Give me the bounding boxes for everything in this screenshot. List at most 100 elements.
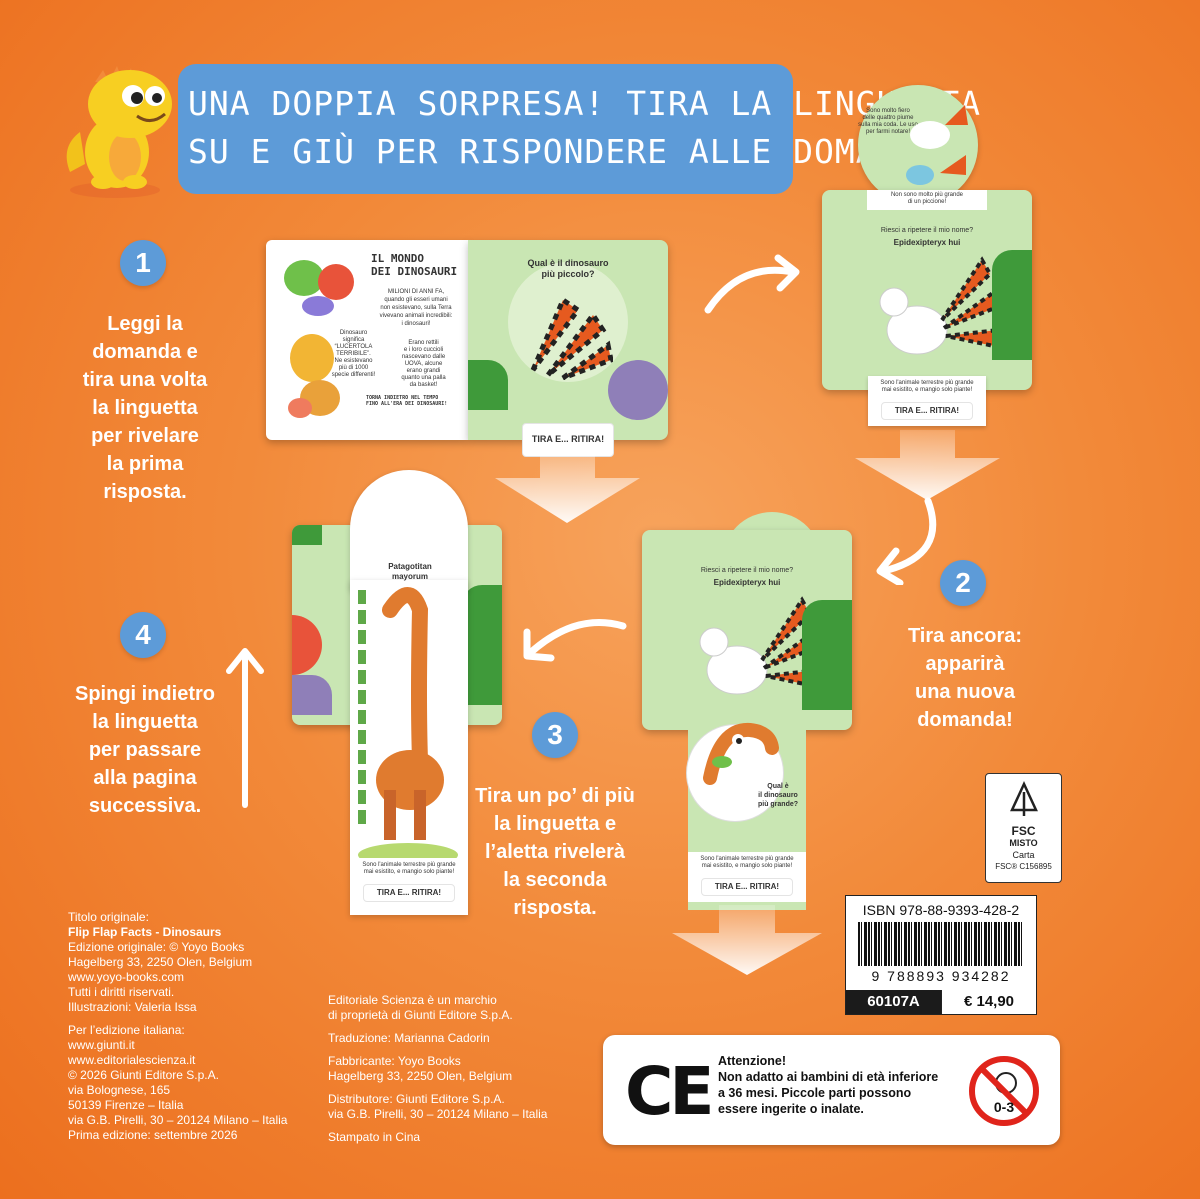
- banner-line-2: SU E GIÙ PER RISPONDERE ALLE DOMANDE: [188, 132, 940, 171]
- repeat-name-text: Riesci a ripetere il mio nome?: [880, 227, 974, 234]
- tab-text-line: mai esistito, e mangio solo piante!: [881, 387, 973, 393]
- credit-line: © 2026 Giunti Editore S.p.A.: [68, 1068, 219, 1082]
- step-3-text: Tira un po’ di più la linguetta e l’alet…: [455, 782, 655, 922]
- step-4-line: la linguetta: [92, 711, 198, 733]
- credit-line: via G.B. Pirelli, 30 – 20124 Milano – It…: [328, 1107, 548, 1121]
- tab-text-line: mai esistito, e mangio solo piante!: [363, 869, 455, 875]
- curved-arrow-right-icon: [704, 254, 800, 314]
- spread-title-line: DEI DINOSAURI: [371, 265, 458, 278]
- question-line: più piccolo?: [541, 269, 595, 279]
- fsc-type: MISTO: [1009, 838, 1038, 848]
- spread-text-line: MILIONI DI ANNI FA,: [387, 289, 445, 295]
- warning-line: Attenzione!: [718, 1054, 787, 1068]
- barcode-box: ISBN 978-88-9393-428-2 9 788893 934282 6…: [845, 895, 1037, 1015]
- spread-footer-line: TORNA INDIETRO NEL TEMPO: [366, 395, 439, 401]
- pull-tab-4[interactable]: Sono l'animale terrestre più grande mai …: [350, 858, 468, 908]
- pull-tab-label: TIRA E... RITIRA!: [363, 884, 455, 902]
- species-name-line: mayorum: [391, 572, 428, 581]
- spread-text-line: Dinosauro: [339, 330, 368, 336]
- step-4-line: successiva.: [88, 795, 202, 817]
- credit-line: Illustrazioni: Valeria Issa: [68, 1000, 197, 1014]
- credit-line: Fabbricante: Yoyo Books: [328, 1054, 461, 1068]
- feathered-dinosaur-illustration: [906, 105, 968, 185]
- question-line: Qual è: [767, 783, 789, 790]
- species-name: Epidexipteryx hui: [893, 238, 961, 247]
- fsc-sub: Carta: [1012, 850, 1035, 860]
- product-code: 60107A: [846, 990, 941, 1014]
- tab-text-line: mai esistito, e mangio solo piante!: [701, 863, 793, 869]
- question-line: più grande?: [757, 801, 799, 808]
- spread-text-line: “LUCERTOLA: [334, 344, 373, 350]
- epidexipteryx-illustration: [879, 256, 1002, 355]
- book-page-step2-top: Non sono molto più grande di un piccione…: [822, 190, 1032, 390]
- fsc-brand: FSC: [1011, 824, 1036, 838]
- step-4-line: per passare: [88, 739, 202, 761]
- curved-arrow-left-icon: [523, 619, 627, 662]
- spread-text-line: quanto una palla: [401, 375, 446, 381]
- warning-line: a 36 mesi. Piccole parti possono: [718, 1086, 912, 1100]
- step-3-line: risposta.: [513, 897, 597, 919]
- flap-text-line: delle quattro piume: [862, 115, 914, 121]
- warning-line: essere ingerite o inalate.: [718, 1102, 864, 1116]
- safety-warning-box: CE Attenzione! Non adatto ai bambini di …: [603, 1035, 1060, 1145]
- dinosaur-illustrations: [284, 260, 354, 418]
- credit-line: www.editorialescienza.it: [68, 1053, 196, 1067]
- flap-open-top: [350, 470, 468, 590]
- credits-middle: Editoriale Scienza è un marchio di propr…: [328, 993, 547, 1145]
- step-2-line: apparirà: [925, 653, 1005, 675]
- age-warning-icon: 0-3: [968, 1055, 1040, 1127]
- spread-text-line: nascevano dalle: [401, 354, 446, 360]
- step-3-line: l’aletta rivelerà: [484, 841, 626, 863]
- credit-line: Tutti i diritti riservati.: [68, 985, 175, 999]
- up-arrow-icon: [226, 648, 264, 808]
- step-1-line: per rivelare: [91, 425, 199, 447]
- step-1-badge: 1: [120, 240, 166, 286]
- step-3-line: Tira un po’ di più: [475, 785, 635, 807]
- spread-text-line: vivevano animali incredibili:: [379, 313, 453, 319]
- step-1-line: risposta.: [103, 481, 187, 503]
- fsc-code: FSC® C156895: [995, 862, 1052, 871]
- step-1-line: la linguetta: [92, 397, 198, 419]
- flap-text-line: per farmi notare!: [865, 129, 911, 135]
- credit-line: Prima edizione: settembre 2026: [68, 1128, 238, 1142]
- step-3-line: la seconda: [503, 869, 607, 891]
- barcode-bars: [858, 922, 1024, 966]
- flap-text-line: Non sono molto più grande: [890, 192, 964, 198]
- spread-text-line: specie differenti!: [331, 372, 376, 378]
- step-4-badge: 4: [120, 612, 166, 658]
- spread-text-line: e i loro cuccioli: [403, 347, 444, 353]
- question-line: Qual è il dinosauro: [527, 258, 609, 268]
- step-2-line: una nuova: [914, 681, 1015, 703]
- brontosaurus-head-illustration: [703, 722, 779, 785]
- pull-tab-label: TIRA E... RITIRA!: [881, 402, 973, 420]
- tab-text-line: Sono l'animale terrestre più grande: [880, 380, 974, 386]
- step-3-badge: 3: [532, 712, 578, 758]
- patagotitan-illustration: [358, 587, 458, 867]
- epidexipteryx-illustration: [699, 596, 822, 695]
- book-left-page: IL MONDO DEI DINOSAURI MILIONI DI ANNI F…: [266, 240, 468, 440]
- step-4-line: Spingi indietro: [75, 683, 215, 705]
- credit-line: Titolo originale:: [68, 910, 149, 924]
- step-2-line: Tira ancora:: [907, 625, 1023, 647]
- spread-text-line: Ne esistevano: [334, 358, 373, 364]
- step-1-line: Leggi la: [107, 313, 183, 335]
- pull-tab-3[interactable]: Sono l'animale terrestre più grande mai …: [688, 852, 806, 902]
- credit-line: via G.B. Pirelli, 30 – 20124 Milano – It…: [68, 1113, 288, 1127]
- credit-line: via Bolognese, 165: [68, 1083, 171, 1097]
- spread-text-line: significa: [342, 337, 365, 343]
- fsc-tree-icon: [1009, 781, 1038, 816]
- spread-title-line: IL MONDO: [371, 252, 424, 265]
- isbn-text: ISBN 978-88-9393-428-2: [862, 902, 1020, 918]
- age-label: 0-3: [993, 1099, 1015, 1115]
- pull-tab-2[interactable]: Sono l'animale terrestre più grande mai …: [868, 376, 986, 426]
- spread-text-line: da basket!: [409, 382, 438, 388]
- credit-line: www.yoyo-books.com: [68, 970, 185, 984]
- spread-text-line: quando gli esseri umani: [384, 297, 448, 303]
- question-line: il dinosauro: [758, 792, 798, 799]
- book-page-step2: Riesci a ripetere il mio nome? Epidexipt…: [642, 530, 852, 730]
- credit-line: di proprietà di Giunti Editore S.p.A.: [328, 1008, 513, 1022]
- curved-arrow-down-icon: [876, 497, 937, 585]
- credit-line: 50139 Firenze – Italia: [68, 1098, 184, 1112]
- flap-text-line: Sono molto fiero: [866, 108, 910, 114]
- step-4-line: alla pagina: [93, 767, 197, 789]
